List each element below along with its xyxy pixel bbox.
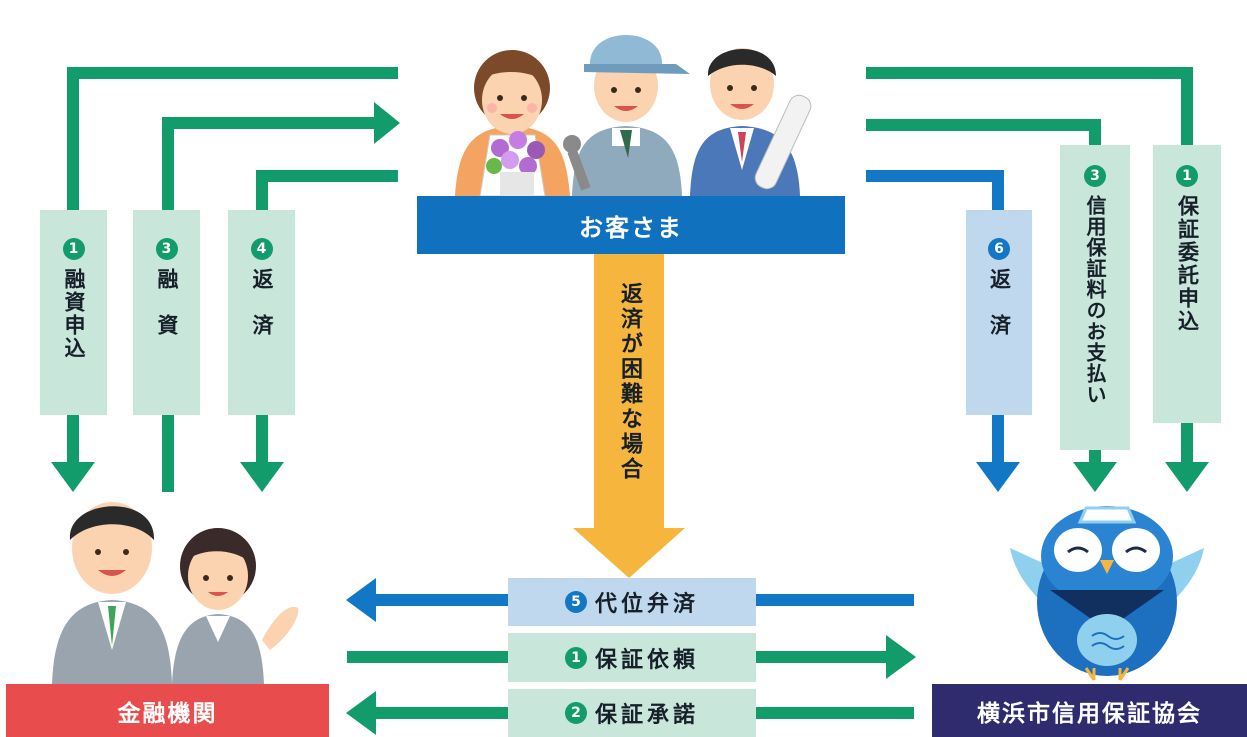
- label-loan-application: 1 融資申込: [40, 210, 107, 415]
- step-6-icon: 6: [988, 238, 1010, 260]
- rolled-paper-icon: [754, 94, 812, 190]
- step-1-icon: 1: [1176, 165, 1198, 187]
- arrowhead-guarantee-request: [886, 635, 916, 679]
- label-guarantee-application: 1 保証委託申込: [1153, 145, 1221, 423]
- arrowhead-repay-association: [976, 462, 1020, 492]
- bank-node: 金融機関: [6, 684, 329, 737]
- step-3-icon: 3: [155, 238, 178, 260]
- businessman-figure: [690, 48, 812, 196]
- association-node-label: 横浜市信用保証協会: [977, 700, 1202, 727]
- label-guarantee-approval-text: 保証承諾: [594, 703, 699, 728]
- owl-mascot-illustration: [1010, 506, 1204, 681]
- step-1-icon: 1: [62, 238, 85, 260]
- arrowhead-guarantee-application: [1165, 462, 1209, 492]
- label-repay-bank-text: 返 済: [250, 268, 274, 337]
- label-repay-bank: 4 返 済: [228, 210, 295, 415]
- label-guarantee-fee: 3 信用保証料のお支払い: [1060, 145, 1130, 450]
- customer-node: お客さま: [417, 196, 845, 254]
- arrowhead-guarantee-approval: [346, 691, 376, 735]
- bank-node-label: 金融機関: [117, 700, 218, 727]
- step-3-icon: 3: [1084, 165, 1106, 187]
- label-guarantee-approval: 2 保証承諾: [508, 689, 756, 737]
- label-difficult-repayment-text: 返済が困難な場合: [617, 282, 642, 482]
- arrowhead-loan: [374, 102, 400, 144]
- step-2-icon: 2: [564, 702, 587, 724]
- label-guarantee-request-text: 保証依頼: [594, 647, 699, 673]
- label-repay-association: 6 返 済: [966, 210, 1032, 415]
- woman-figure: [455, 50, 570, 197]
- bank-man-figure: [52, 502, 172, 684]
- step-1-icon: 1: [564, 646, 587, 669]
- customers-illustration: [455, 35, 812, 197]
- label-loan-application-text: 融資申込: [62, 268, 86, 360]
- arrowhead-loan-application: [51, 462, 95, 492]
- label-loan: 3 融 資: [133, 210, 200, 415]
- label-difficult-repayment: 返済が困難な場合: [594, 270, 664, 520]
- label-loan-text: 融 資: [155, 268, 179, 337]
- label-subrogation: 5 代位弁済: [508, 578, 756, 626]
- owl-hat: [1077, 506, 1137, 524]
- label-repay-association-text: 返 済: [987, 268, 1012, 337]
- bank-staff-illustration: [52, 502, 299, 684]
- flower-bouquet-icon: [486, 131, 545, 196]
- wrench-icon: [563, 135, 591, 191]
- bank-woman-figure: [172, 528, 299, 684]
- arrowhead-difficult-repayment: [573, 528, 685, 578]
- step-4-icon: 4: [250, 238, 273, 260]
- arrowhead-subrogation: [346, 578, 376, 622]
- customer-node-label: お客さま: [579, 213, 683, 242]
- step-5-icon: 5: [564, 591, 587, 613]
- label-subrogation-text: 代位弁済: [594, 592, 699, 617]
- label-guarantee-fee-text: 信用保証料のお支払い: [1083, 195, 1107, 405]
- label-guarantee-request: 1 保証依頼: [508, 633, 756, 682]
- worker-figure: [563, 35, 690, 196]
- label-guarantee-application-text: 保証委託申込: [1175, 195, 1200, 333]
- arrow-difficult-repayment-shaft: [594, 254, 664, 532]
- arrowhead-guarantee-fee: [1073, 462, 1117, 492]
- association-node: 横浜市信用保証協会: [932, 684, 1247, 737]
- arrowhead-repay-bank: [240, 462, 284, 492]
